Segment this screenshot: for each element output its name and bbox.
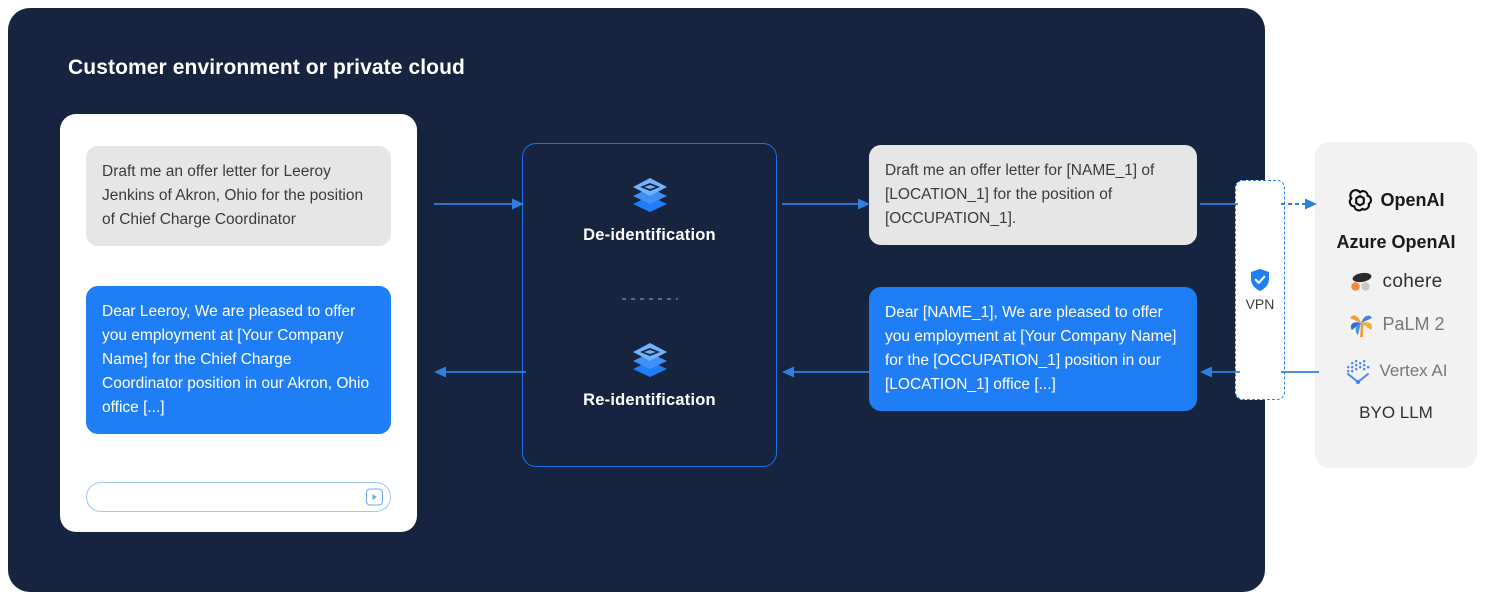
arrow-chat-to-deidentification [434, 198, 524, 210]
page-title: Customer environment or private cloud [68, 56, 465, 79]
provider-label: Vertex AI [1379, 360, 1448, 380]
vpn-tunnel: VPN [1235, 180, 1285, 400]
user-prompt-bubble: Draft me an offer letter for Leeroy Jenk… [86, 146, 391, 247]
provider-label: OpenAI [1380, 190, 1445, 210]
vertex-ai-logo-icon [1347, 359, 1370, 384]
provider-label: cohere [1382, 270, 1443, 292]
reidentification-label: Re-identification [583, 391, 716, 409]
provider-label: PaLM 2 [1382, 314, 1445, 334]
deidentification-label: De-identification [583, 226, 716, 244]
chat-app-card: Draft me an offer letter for Leeroy Jenk… [60, 114, 417, 532]
provider-byo-llm[interactable]: BYO LLM [1315, 403, 1477, 423]
arrow-deidentification-to-deidentified-prompt [782, 198, 870, 210]
deidentification-block: De-identification [523, 176, 776, 245]
palm-logo-icon [1350, 314, 1373, 337]
processing-panel: De-identification Re-identification [522, 143, 777, 467]
provider-cohere[interactable]: cohere [1315, 271, 1477, 293]
shield-check-icon [1251, 269, 1269, 291]
provider-label: BYO LLM [1359, 402, 1433, 422]
provider-palm-2[interactable]: PaLM 2 [1315, 311, 1477, 339]
layers-stack-icon [632, 178, 667, 212]
deidentified-response-bubble: Dear [NAME_1], We are pleased to offer y… [869, 287, 1197, 412]
assistant-response-bubble: Dear Leeroy, We are pleased to offer you… [86, 286, 391, 435]
arrow-vpn-to-deidentified-response [1200, 366, 1240, 378]
layers-stack-icon [632, 343, 667, 377]
chat-input[interactable] [86, 482, 391, 512]
arrow-deidentified-response-to-reidentification [782, 366, 872, 378]
arrow-vpn-to-llm-providers [1281, 198, 1317, 210]
dotted-divider [621, 298, 678, 300]
llm-providers-card: OpenAI Azure OpenAI cohere PaLM 2 [1315, 142, 1477, 468]
vpn-label: VPN [1245, 296, 1275, 312]
provider-azure-openai[interactable]: Azure OpenAI [1315, 232, 1477, 253]
arrow-llm-providers-to-vpn [1281, 371, 1319, 373]
provider-label: Azure OpenAI [1336, 231, 1456, 252]
deidentified-prompt-bubble: Draft me an offer letter for [NAME_1] of… [869, 145, 1197, 246]
provider-openai[interactable]: OpenAI [1315, 188, 1477, 214]
arrow-deidentified-prompt-to-vpn [1200, 203, 1238, 205]
arrow-reidentification-to-chat [434, 366, 526, 378]
cohere-logo-icon [1350, 272, 1371, 291]
provider-vertex-ai[interactable]: Vertex AI [1315, 357, 1477, 385]
openai-logo-icon [1349, 188, 1373, 211]
reidentification-block: Re-identification [523, 341, 776, 410]
send-play-icon[interactable] [366, 488, 383, 506]
